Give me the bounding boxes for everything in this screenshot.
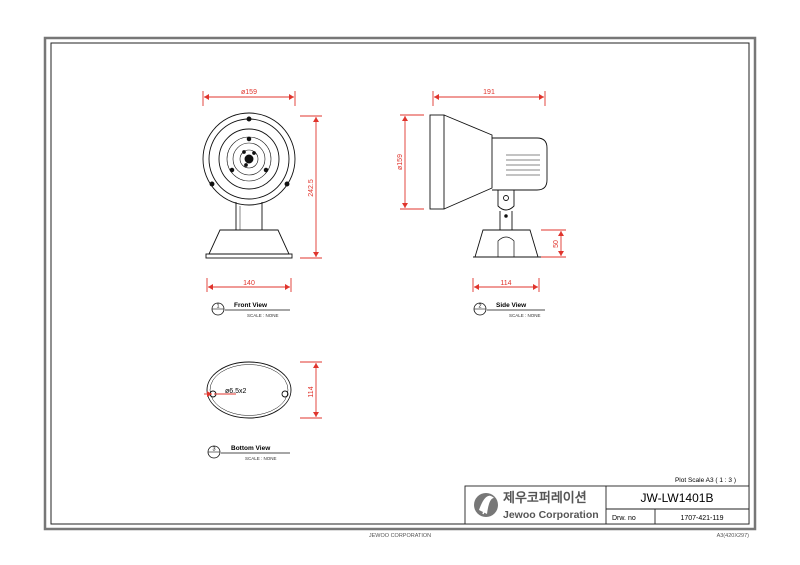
view-number: 3	[212, 447, 215, 453]
company-logo-icon	[474, 493, 498, 517]
view-scale: SCALE : NONE	[247, 313, 279, 318]
bottom-view	[206, 361, 292, 419]
front-view-label: 1 Front View SCALE : NONE	[211, 302, 290, 318]
view-scale: SCALE : NONE	[509, 313, 541, 318]
bottom-dim-width: 114	[308, 386, 315, 397]
front-view	[202, 112, 296, 259]
front-dim-diameter: ø159	[241, 89, 257, 96]
side-dim-length: 191	[483, 89, 495, 96]
bottom-view-label: 3 Bottom View SCALE : NONE	[207, 445, 290, 461]
view-title: Front View	[234, 302, 268, 309]
title-block-box	[464, 485, 750, 525]
view-title: Side View	[496, 302, 527, 309]
footer-company: JEWOO CORPORATION	[369, 533, 431, 539]
front-dim-base-width: 140	[243, 280, 255, 287]
drawing-number: 1707-421-119	[680, 515, 723, 522]
footer-sheet-size: A3(420X297)	[717, 533, 750, 539]
bottom-dimensions	[204, 361, 322, 419]
side-view	[429, 114, 548, 258]
view-number: 1	[216, 304, 219, 310]
side-dim-base-width: 114	[500, 280, 511, 287]
side-view-label: 2 Side View SCALE : NONE	[473, 302, 545, 318]
title-block: Plot Scale A3 ( 1 : 3 ) 제우코퍼레이션 Jewoo Co…	[464, 477, 750, 525]
company-name-korean: 제우코퍼레이션	[503, 490, 587, 505]
bottom-hole-label: ø6.5x2	[225, 388, 247, 395]
plot-scale: Plot Scale A3 ( 1 : 3 )	[675, 477, 736, 484]
side-dim-base-height: 50	[553, 240, 560, 248]
view-number: 2	[478, 304, 481, 310]
view-scale: SCALE : NONE	[245, 456, 277, 461]
inner-frame	[50, 42, 750, 525]
side-dimensions	[400, 91, 566, 292]
drawing-number-label: Drw. no	[612, 515, 636, 522]
front-dimensions	[202, 91, 322, 292]
view-title: Bottom View	[231, 445, 271, 452]
front-dim-height: 242.5	[308, 179, 315, 197]
outer-frame	[43, 36, 757, 531]
side-dim-diameter: ø159	[397, 154, 404, 170]
model-number: JW-LW1401B	[641, 491, 714, 505]
company-name-english: Jewoo Corporation	[503, 509, 599, 521]
